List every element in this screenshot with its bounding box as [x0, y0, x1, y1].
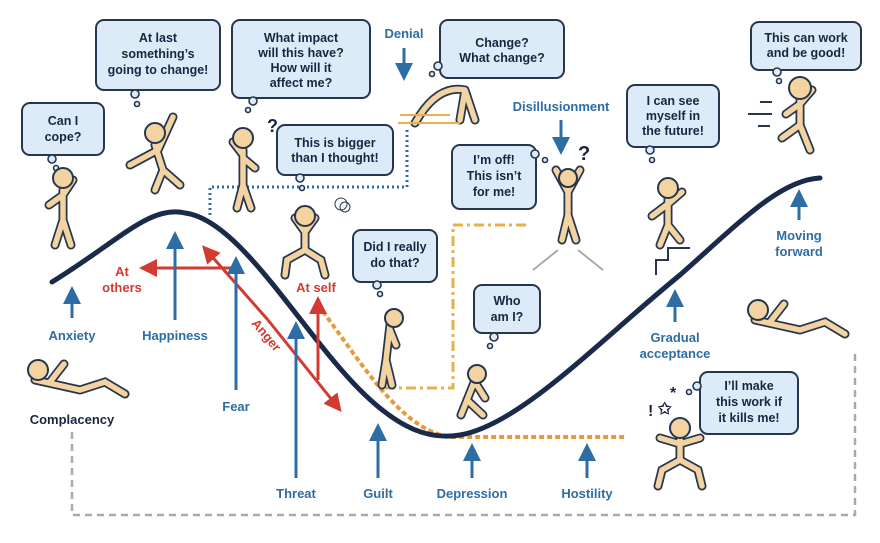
- figure-disillusionment: ?: [532, 143, 604, 271]
- figure-hostility: ! ✩ *: [648, 385, 707, 491]
- speed-lines-icon: [748, 101, 772, 127]
- figure-complacency: [27, 359, 130, 399]
- question-mark-icon: ?: [578, 143, 590, 165]
- disillusionment-dashdot-line: [385, 223, 530, 390]
- asterisk-icon: *: [670, 385, 677, 402]
- complacency-loop-line: [70, 352, 857, 517]
- stage-arrows: [63, 48, 808, 478]
- figure-anxiety: [44, 167, 78, 250]
- label-guilt: Guilt: [363, 486, 393, 501]
- denial-dotted-line: [208, 130, 409, 215]
- figure-guilt: [377, 308, 404, 390]
- figure-denial: [398, 84, 480, 128]
- label-denial: Denial: [384, 26, 423, 41]
- figure-reclining-right: [747, 299, 850, 339]
- label-complacency: Complacency: [30, 412, 115, 427]
- figure-acceptance: [647, 177, 690, 275]
- exclamation-icon: !: [648, 403, 653, 420]
- anger-arrow-down: [266, 319, 342, 413]
- label-fear: Fear: [222, 399, 249, 414]
- star-icon: ✩: [657, 401, 672, 418]
- label-threat: Threat: [276, 486, 316, 501]
- label-happiness: Happiness: [142, 328, 208, 343]
- figure-depression: [456, 364, 490, 420]
- figure-what-impact: ?: [228, 116, 278, 213]
- label-at-self: At self: [296, 280, 336, 295]
- label-hostility: Hostility: [561, 486, 613, 501]
- anger-arrow-up: [202, 245, 270, 321]
- change-curve: [49, 175, 823, 439]
- stairs-icon: [655, 247, 690, 275]
- label-anxiety: Anxiety: [49, 328, 97, 343]
- label-disillusionment: Disillusionment: [513, 99, 610, 114]
- label-depression: Depression: [437, 486, 508, 501]
- bubble-change: Change?What change?: [428, 19, 565, 79]
- question-mark-icon: ?: [267, 116, 278, 136]
- svg-text:Change?What change?: Change?What change?: [459, 36, 544, 65]
- figure-happiness: [125, 112, 185, 195]
- figure-bigger: [280, 197, 351, 280]
- figure-moving-forward: [748, 76, 817, 155]
- scribble-icon: [334, 197, 351, 213]
